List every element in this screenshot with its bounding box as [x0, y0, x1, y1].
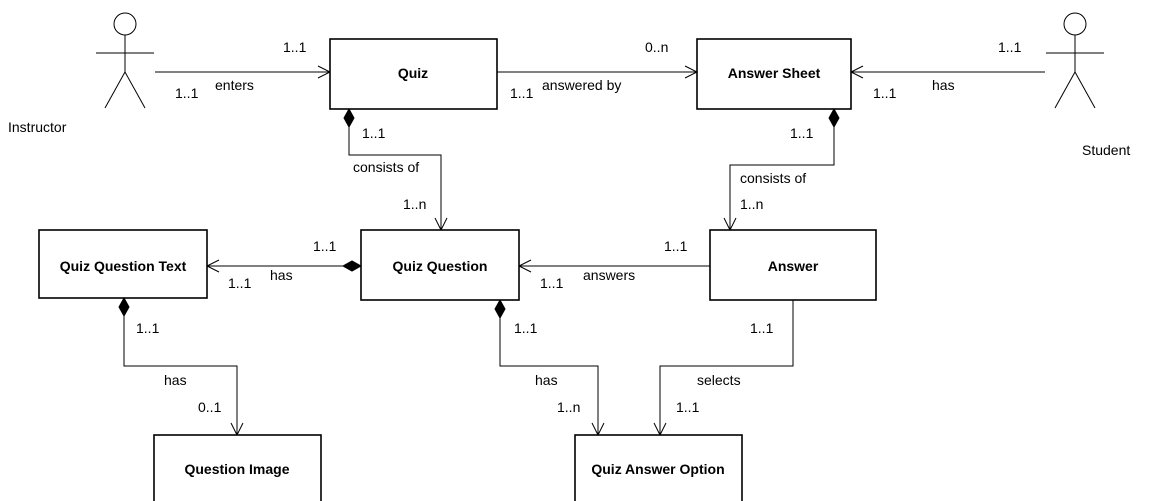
mult-answer-sheet-student-target: 1..1: [873, 85, 897, 101]
label-enters: enters: [215, 77, 254, 93]
student-actor: Student: [1046, 12, 1130, 158]
entity-question-image: Question Image: [153, 434, 322, 501]
label-answers: answers: [583, 267, 635, 283]
label-quiz-consists-of: consists of: [353, 159, 419, 175]
mult-answer-sheet-target: 0..n: [645, 39, 668, 55]
mult-quiz-answer-source: 1..1: [510, 85, 534, 101]
entity-quiz-title: Quiz: [398, 65, 428, 81]
label-sheet-consists-of: consists of: [740, 170, 806, 186]
entity-quiz-answer-option-title: Quiz Answer Option: [591, 461, 724, 477]
entity-quiz-answer-option: Quiz Answer Option: [574, 434, 743, 501]
label-option-has: has: [535, 372, 558, 388]
entity-answer-title: Answer: [768, 258, 819, 274]
mult-selects-source: 1..1: [750, 320, 774, 336]
label-student-has: has: [932, 77, 955, 93]
entity-answer: Answer: [709, 229, 877, 301]
label-answered-by: answered by: [542, 77, 621, 93]
mult-answers-target: 1..1: [540, 275, 564, 291]
instructor-actor: Instructor: [8, 12, 154, 135]
mult-answers-source: 1..1: [664, 238, 688, 254]
mult-sheet-consists-source: 1..1: [790, 125, 814, 141]
mult-quiz-consists-source: 1..1: [362, 125, 386, 141]
entity-answer-sheet: Answer Sheet: [696, 38, 852, 110]
label-selects: selects: [697, 372, 741, 388]
connector-question-text-image: [118, 296, 244, 437]
entity-quiz-question-text-title: Quiz Question Text: [60, 258, 187, 274]
mult-image-source: 1..1: [136, 320, 160, 336]
mult-option-source: 1..1: [514, 320, 538, 336]
instructor-label: Instructor: [8, 119, 67, 135]
label-question-text-has: has: [270, 267, 293, 283]
connector-question-answer-option: [494, 298, 605, 437]
mult-quiz-consists-target: 1..n: [403, 196, 426, 212]
entity-answer-sheet-title: Answer Sheet: [728, 65, 821, 81]
entity-question-image-title: Question Image: [184, 461, 289, 477]
entity-quiz: Quiz: [329, 38, 498, 110]
connector-question-question-text: [205, 259, 363, 273]
mult-quiz-instructor-target: 1..1: [283, 39, 307, 55]
mult-quiz-instructor-source: 1..1: [175, 85, 199, 101]
mult-question-text-target: 1..1: [228, 275, 252, 291]
label-image-has: has: [164, 372, 187, 388]
connector-quiz-quiz-question: [343, 107, 448, 232]
entity-quiz-question-title: Quiz Question: [393, 258, 488, 274]
mult-sheet-consists-target: 1..n: [740, 196, 763, 212]
student-label: Student: [1082, 142, 1130, 158]
mult-selects-target: 1..1: [676, 399, 700, 415]
mult-option-target: 1..n: [557, 399, 580, 415]
mult-image-target: 0..1: [198, 399, 222, 415]
entity-quiz-question: Quiz Question: [360, 229, 520, 301]
mult-student-source: 1..1: [998, 39, 1022, 55]
mult-question-text-source: 1..1: [313, 238, 337, 254]
entity-quiz-question-text: Quiz Question Text: [38, 229, 208, 299]
